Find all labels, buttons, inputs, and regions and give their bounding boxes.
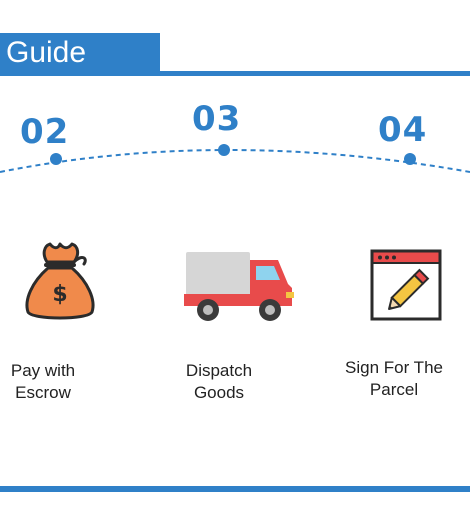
money-bag-icon: $ <box>25 242 95 320</box>
step-number-03: 03 <box>192 99 242 139</box>
guide-header: Guide <box>0 33 160 73</box>
step-number-04: 04 <box>378 110 428 150</box>
step-caption-04: Sign For The Parcel <box>326 357 462 401</box>
step-caption-04-line1: Sign For The <box>345 358 443 377</box>
step-caption-02-line2: Escrow <box>15 383 71 402</box>
timeline-curve <box>0 149 470 173</box>
pencil-window-icon <box>370 249 442 321</box>
timeline-dot-04 <box>404 153 416 165</box>
step-caption-03: Dispatch Goods <box>164 360 274 404</box>
step-caption-02-line1: Pay with <box>10 361 76 380</box>
step-caption-03-line2: Goods <box>193 383 245 402</box>
step-number-02: 02 <box>20 112 70 152</box>
header-divider <box>0 71 470 76</box>
svg-text:$: $ <box>52 282 67 307</box>
timeline-dot-02 <box>50 153 62 165</box>
step-caption-03-line1: Dispatch <box>185 361 253 380</box>
step-caption-04-line2: Parcel <box>369 380 419 399</box>
guide-title: Guide <box>6 36 87 69</box>
footer-divider <box>0 486 470 492</box>
step-caption-02: Pay with Escrow <box>0 360 86 404</box>
timeline <box>0 144 470 173</box>
timeline-dot-03 <box>218 144 230 156</box>
truck-icon <box>184 252 294 321</box>
